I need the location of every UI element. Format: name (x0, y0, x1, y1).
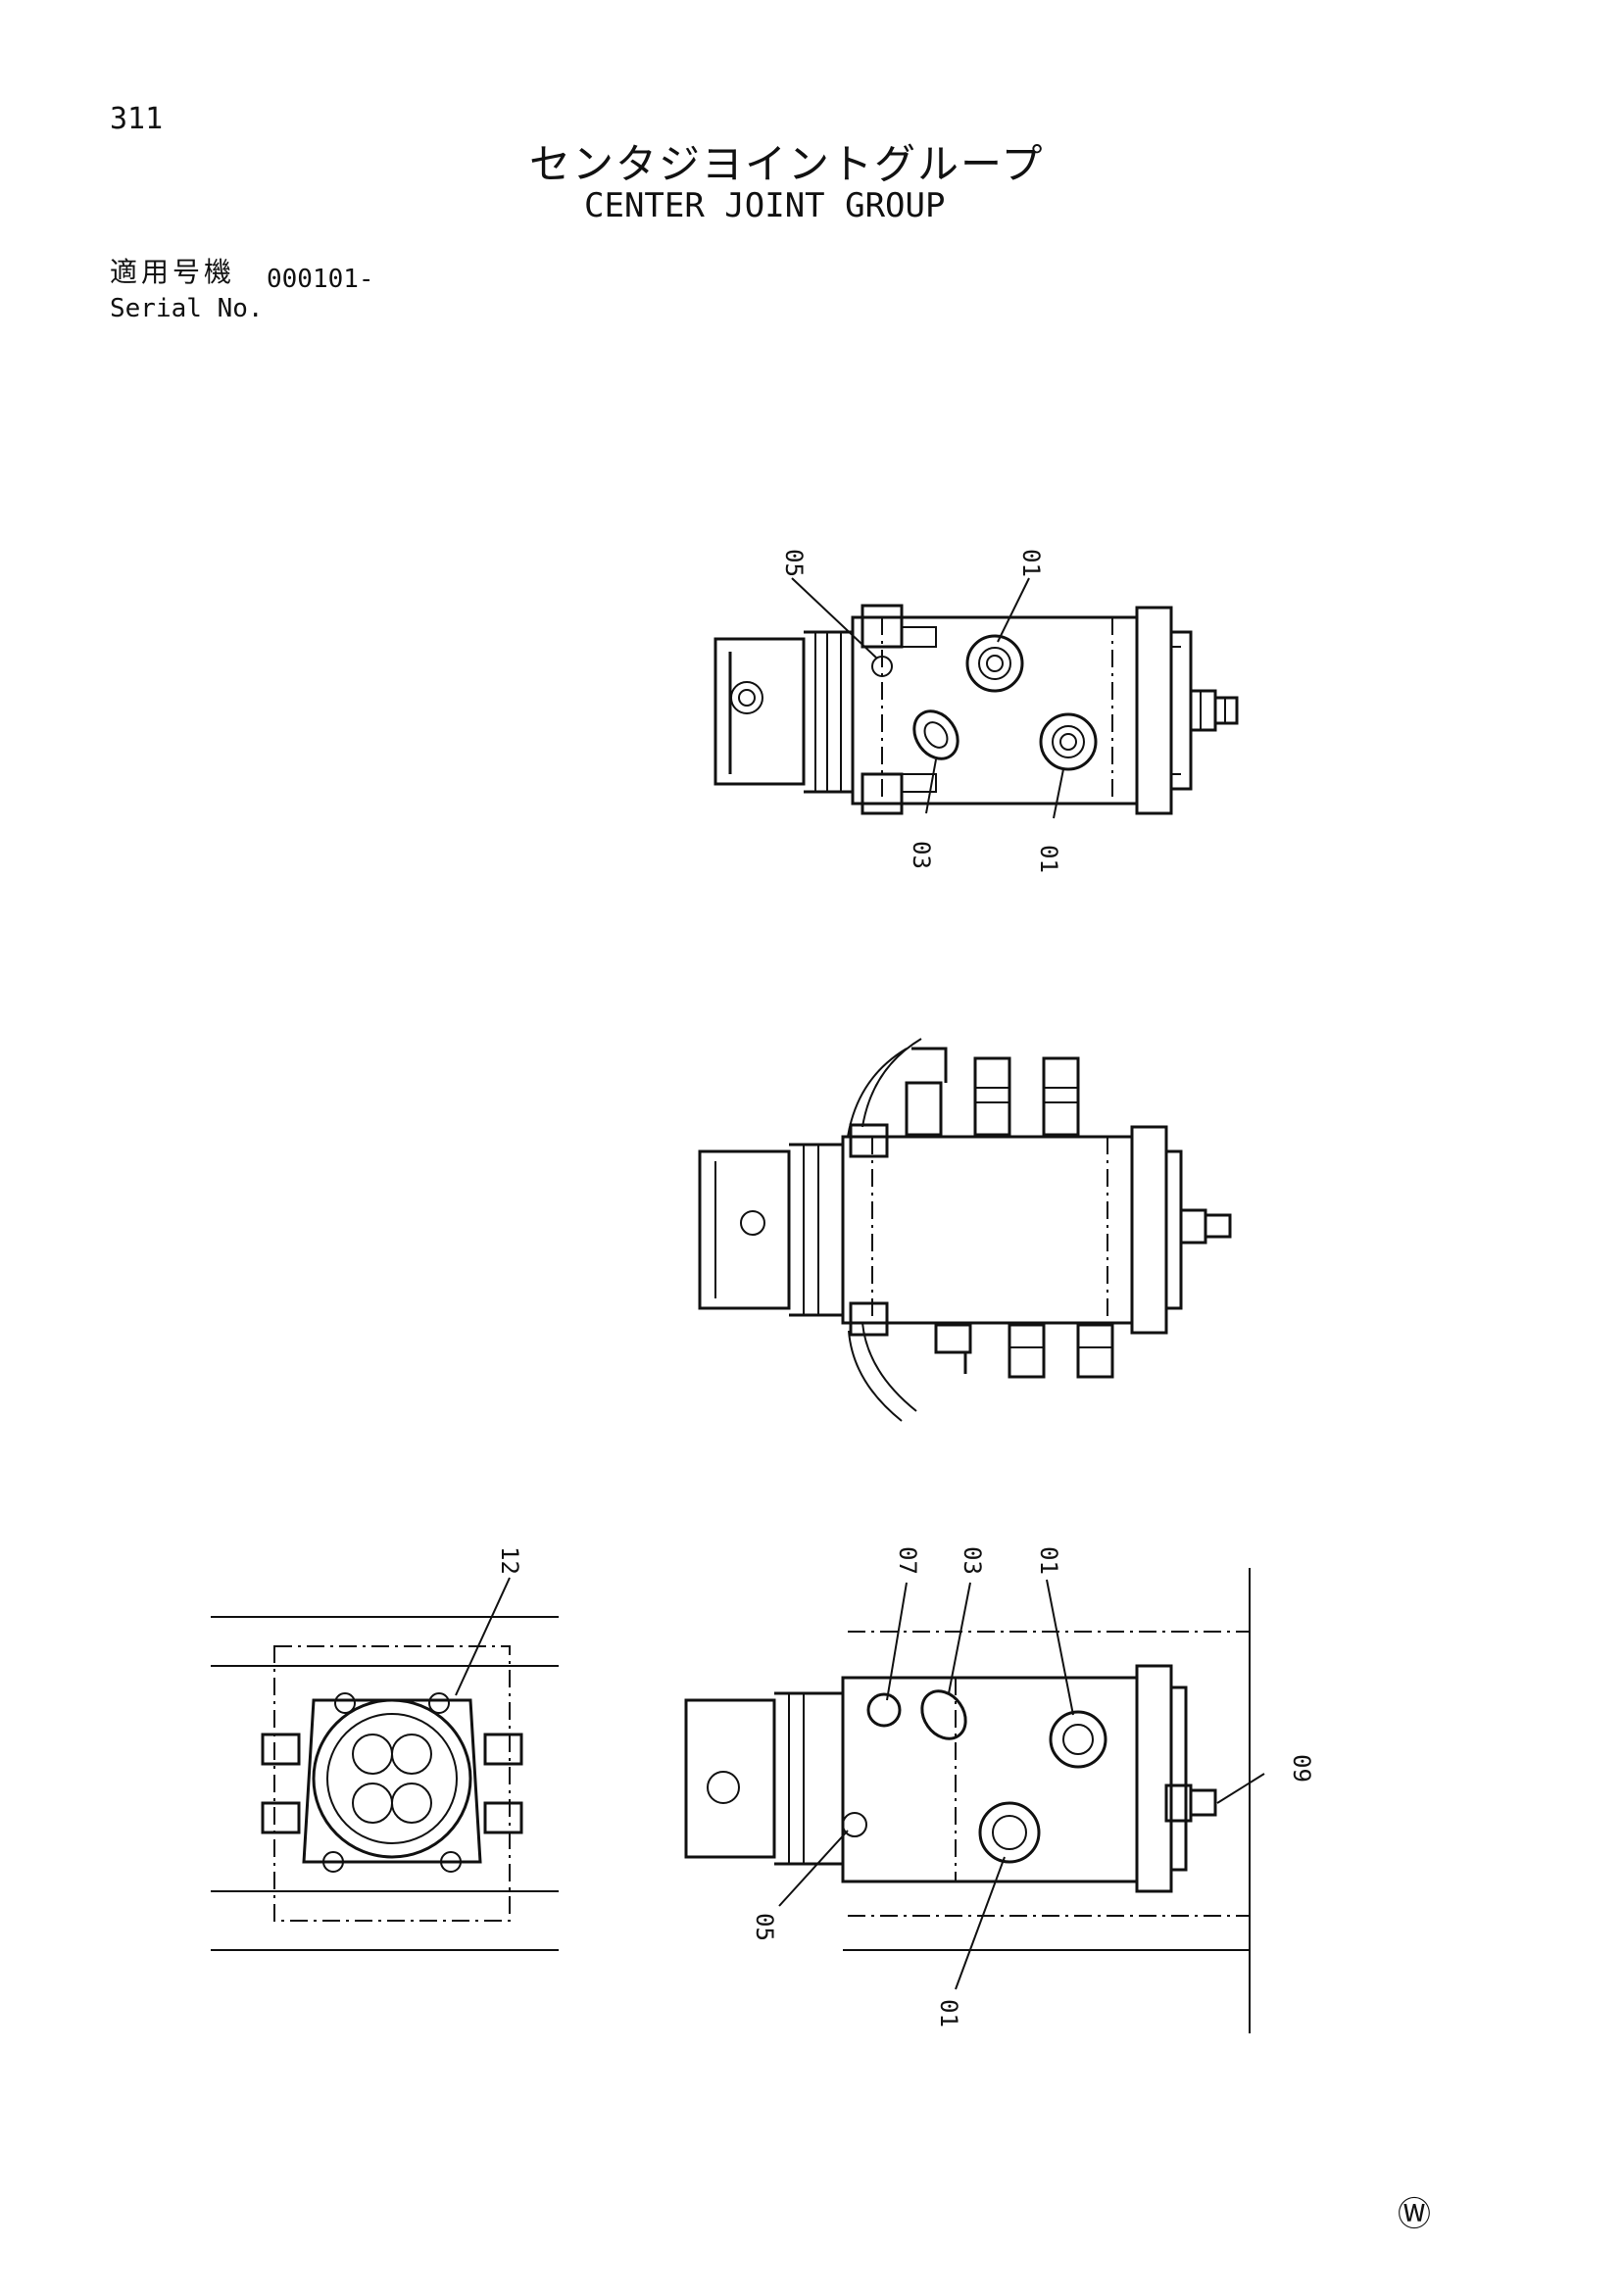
callout-03: 03 (908, 841, 935, 869)
view-2-center-joint-with-hoses (698, 1038, 1232, 1422)
callout-12: 12 (496, 1546, 523, 1575)
corner-mark: Ⓦ (1398, 2195, 1431, 2234)
callout-05: 05 (751, 1913, 778, 1941)
view-4-center-joint-installed: 07 03 01 09 05 01 (684, 1546, 1315, 2033)
page-title-japanese: センタジヨイントグループ (529, 140, 1045, 188)
view-1-center-joint: 05 01 03 01 (713, 549, 1239, 873)
serial-label-english: Serial No. (110, 294, 264, 323)
callout-01: 01 (935, 1999, 962, 2027)
callout-07: 07 (894, 1546, 921, 1575)
view-3-end-view: 12 (211, 1546, 559, 1951)
callout-01: 01 (1035, 1546, 1062, 1575)
callout-03: 03 (959, 1546, 986, 1575)
page-title-english: CENTER JOINT GROUP (584, 186, 946, 225)
serial-label-japanese: 適用号機 (110, 256, 236, 288)
callout-01: 01 (1017, 549, 1045, 577)
callout-01: 01 (1035, 845, 1062, 873)
serial-number-value: 000101- (267, 265, 374, 294)
callout-05: 05 (780, 549, 808, 577)
callout-09: 09 (1288, 1754, 1315, 1783)
page-number: 311 (110, 102, 164, 136)
